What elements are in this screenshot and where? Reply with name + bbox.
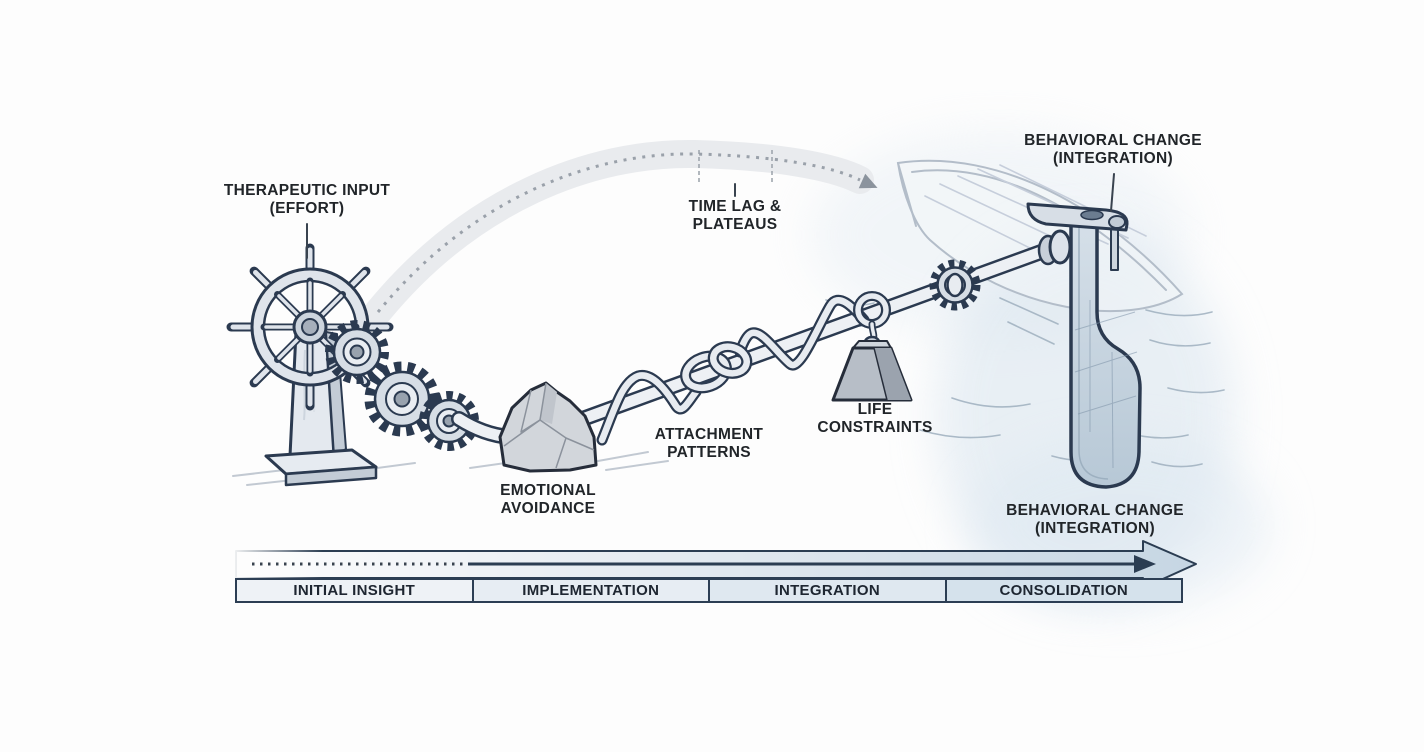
label-line: AVOIDANCE: [500, 500, 596, 517]
label-behavioral-change-bottom: BEHAVIORAL CHANGE (INTEGRATION): [1006, 502, 1184, 538]
timeline-phase-initial-insight: INITIAL INSIGHT: [235, 578, 473, 603]
label-behavioral-change-top: BEHAVIORAL CHANGE (INTEGRATION): [1024, 132, 1202, 168]
timeline-phase-row: INITIAL INSIGHT IMPLEMENTATION INTEGRATI…: [235, 578, 1183, 603]
label-line: (INTEGRATION): [1035, 520, 1155, 537]
label-line: PATTERNS: [667, 444, 751, 461]
label-line: PLATEAUS: [692, 216, 778, 233]
label-emotional-avoidance: EMOTIONAL AVOIDANCE: [500, 482, 596, 518]
label-line: LIFE: [857, 401, 893, 418]
label-line: ATTACHMENT: [654, 426, 764, 443]
tiller-handle: [1026, 202, 1129, 232]
leader-lines: [306, 173, 1115, 259]
rudder-icon: [1026, 202, 1142, 489]
rope-knot-icon: [596, 294, 870, 446]
timeline-phase-implementation: IMPLEMENTATION: [472, 578, 709, 603]
hanging-weight-icon: [831, 291, 913, 402]
label-line: THERAPEUTIC INPUT: [223, 182, 391, 199]
label-line: EMOTIONAL: [500, 482, 596, 499]
gear-medium: [364, 361, 440, 437]
shaft-collar: [1037, 229, 1072, 266]
label-therapeutic-input: THERAPEUTIC INPUT (EFFORT): [224, 182, 390, 218]
timeline-phase-integration: INTEGRATION: [709, 578, 946, 603]
rudder-pin: [1110, 225, 1119, 271]
label-line: BEHAVIORAL CHANGE: [1006, 502, 1184, 519]
rock-obstacle-icon: [498, 381, 598, 473]
label-line: (INTEGRATION): [1053, 150, 1173, 167]
timeline-phase-consolidation: CONSOLIDATION: [945, 578, 1183, 603]
gear-train-icon: [325, 320, 479, 451]
label-life-constraints: LIFE CONSTRAINTS: [817, 401, 932, 437]
gear-large: [325, 320, 389, 384]
dotted-arc-arrow-icon: [364, 139, 878, 326]
label-line: BEHAVIORAL CHANGE: [1024, 132, 1202, 149]
shaft-gear-icon: [929, 259, 981, 311]
label-line: CONSTRAINTS: [817, 419, 933, 436]
label-line: TIME LAG &: [688, 198, 782, 215]
label-attachment-patterns: ATTACHMENT PATTERNS: [655, 426, 763, 462]
label-line: (EFFORT): [269, 200, 345, 217]
label-time-lag-plateaus: TIME LAG & PLATEAUS: [689, 198, 782, 234]
